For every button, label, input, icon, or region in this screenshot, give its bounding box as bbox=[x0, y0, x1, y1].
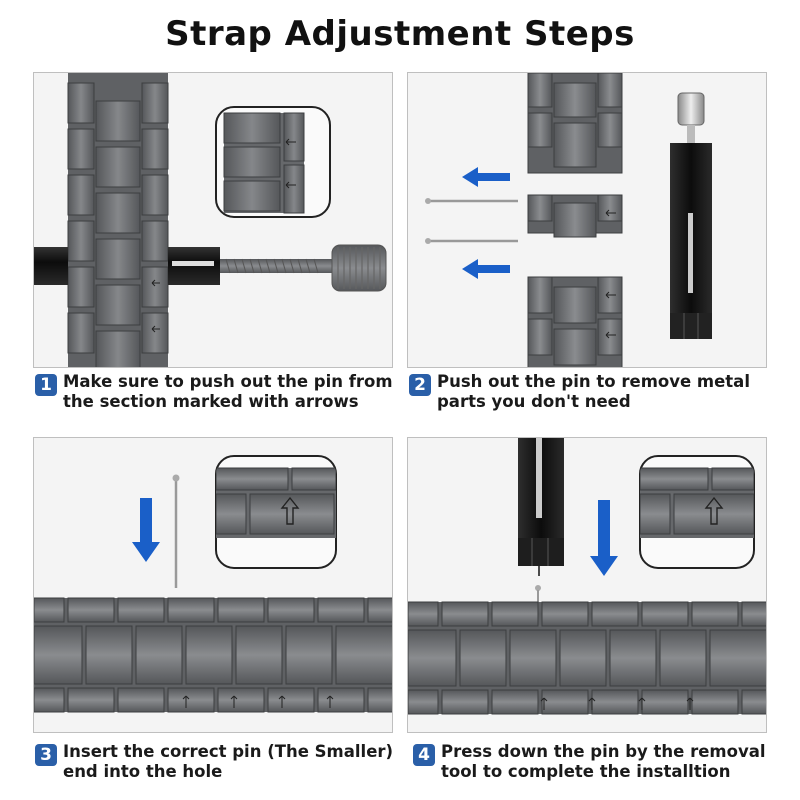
arrow-up-icon bbox=[704, 496, 724, 525]
arrow-mark-icon bbox=[182, 695, 334, 708]
removal-tool bbox=[670, 92, 712, 339]
strap-piece-removed bbox=[527, 194, 623, 238]
zoom-inset bbox=[215, 106, 331, 218]
step-2-text-line2: parts you don't need bbox=[437, 392, 631, 411]
arrow-left-icon bbox=[462, 167, 510, 279]
step-number-badge: 2 bbox=[409, 374, 431, 396]
step-2-text-line1: Push out the pin to remove metal bbox=[437, 372, 750, 391]
zoom-inset bbox=[215, 455, 337, 569]
step-number-badge: 3 bbox=[35, 744, 57, 766]
strap-piece-bottom bbox=[527, 276, 623, 367]
arrow-mark-icon bbox=[285, 138, 296, 189]
step-3-text-line1: Insert the correct pin (The Smaller) bbox=[63, 742, 394, 761]
arrow-mark-icon bbox=[605, 209, 616, 217]
watch-strap-horizontal bbox=[34, 597, 392, 713]
tool-holder-left bbox=[34, 247, 68, 285]
step-2-caption: 2 Push out the pin to remove metal parts… bbox=[409, 372, 769, 412]
arrow-down-icon bbox=[132, 498, 160, 562]
step-number-badge: 4 bbox=[413, 744, 435, 766]
step-4-text-line2: tool to complete the installtion bbox=[441, 762, 731, 781]
removal-tool bbox=[518, 438, 564, 576]
step-4-caption: 4 Press down the pin by the removal tool… bbox=[413, 742, 783, 782]
arrow-mark-icon bbox=[540, 697, 694, 710]
step-1-text-line1: Make sure to push out the pin from bbox=[63, 372, 393, 391]
watch-strap-vertical bbox=[67, 73, 169, 367]
tool-knob bbox=[331, 244, 387, 292]
arrow-up-icon bbox=[280, 496, 300, 525]
step-number-badge: 1 bbox=[35, 374, 57, 396]
zoom-inset bbox=[639, 455, 755, 569]
arrow-mark-icon bbox=[151, 279, 160, 333]
arrow-down-icon bbox=[590, 500, 618, 576]
new-pin bbox=[172, 474, 180, 588]
page-title: Strap Adjustment Steps bbox=[165, 14, 635, 54]
step-2-illustration bbox=[407, 72, 767, 368]
step-1-illustration bbox=[33, 72, 393, 368]
step-3-caption: 3 Insert the correct pin (The Smaller) e… bbox=[35, 742, 397, 782]
step-4-illustration bbox=[407, 437, 767, 733]
step-1-text-line2: the section marked with arrows bbox=[63, 392, 359, 411]
step-1-caption: 1 Make sure to push out the pin from the… bbox=[35, 372, 395, 412]
removed-pin bbox=[425, 198, 518, 244]
watch-strap-horizontal bbox=[408, 601, 766, 715]
step-4-text-line1: Press down the pin by the removal bbox=[441, 742, 766, 761]
step-3-text-line2: end into the hole bbox=[63, 762, 223, 781]
step-3-illustration bbox=[33, 437, 393, 733]
strap-piece-top bbox=[527, 73, 623, 174]
